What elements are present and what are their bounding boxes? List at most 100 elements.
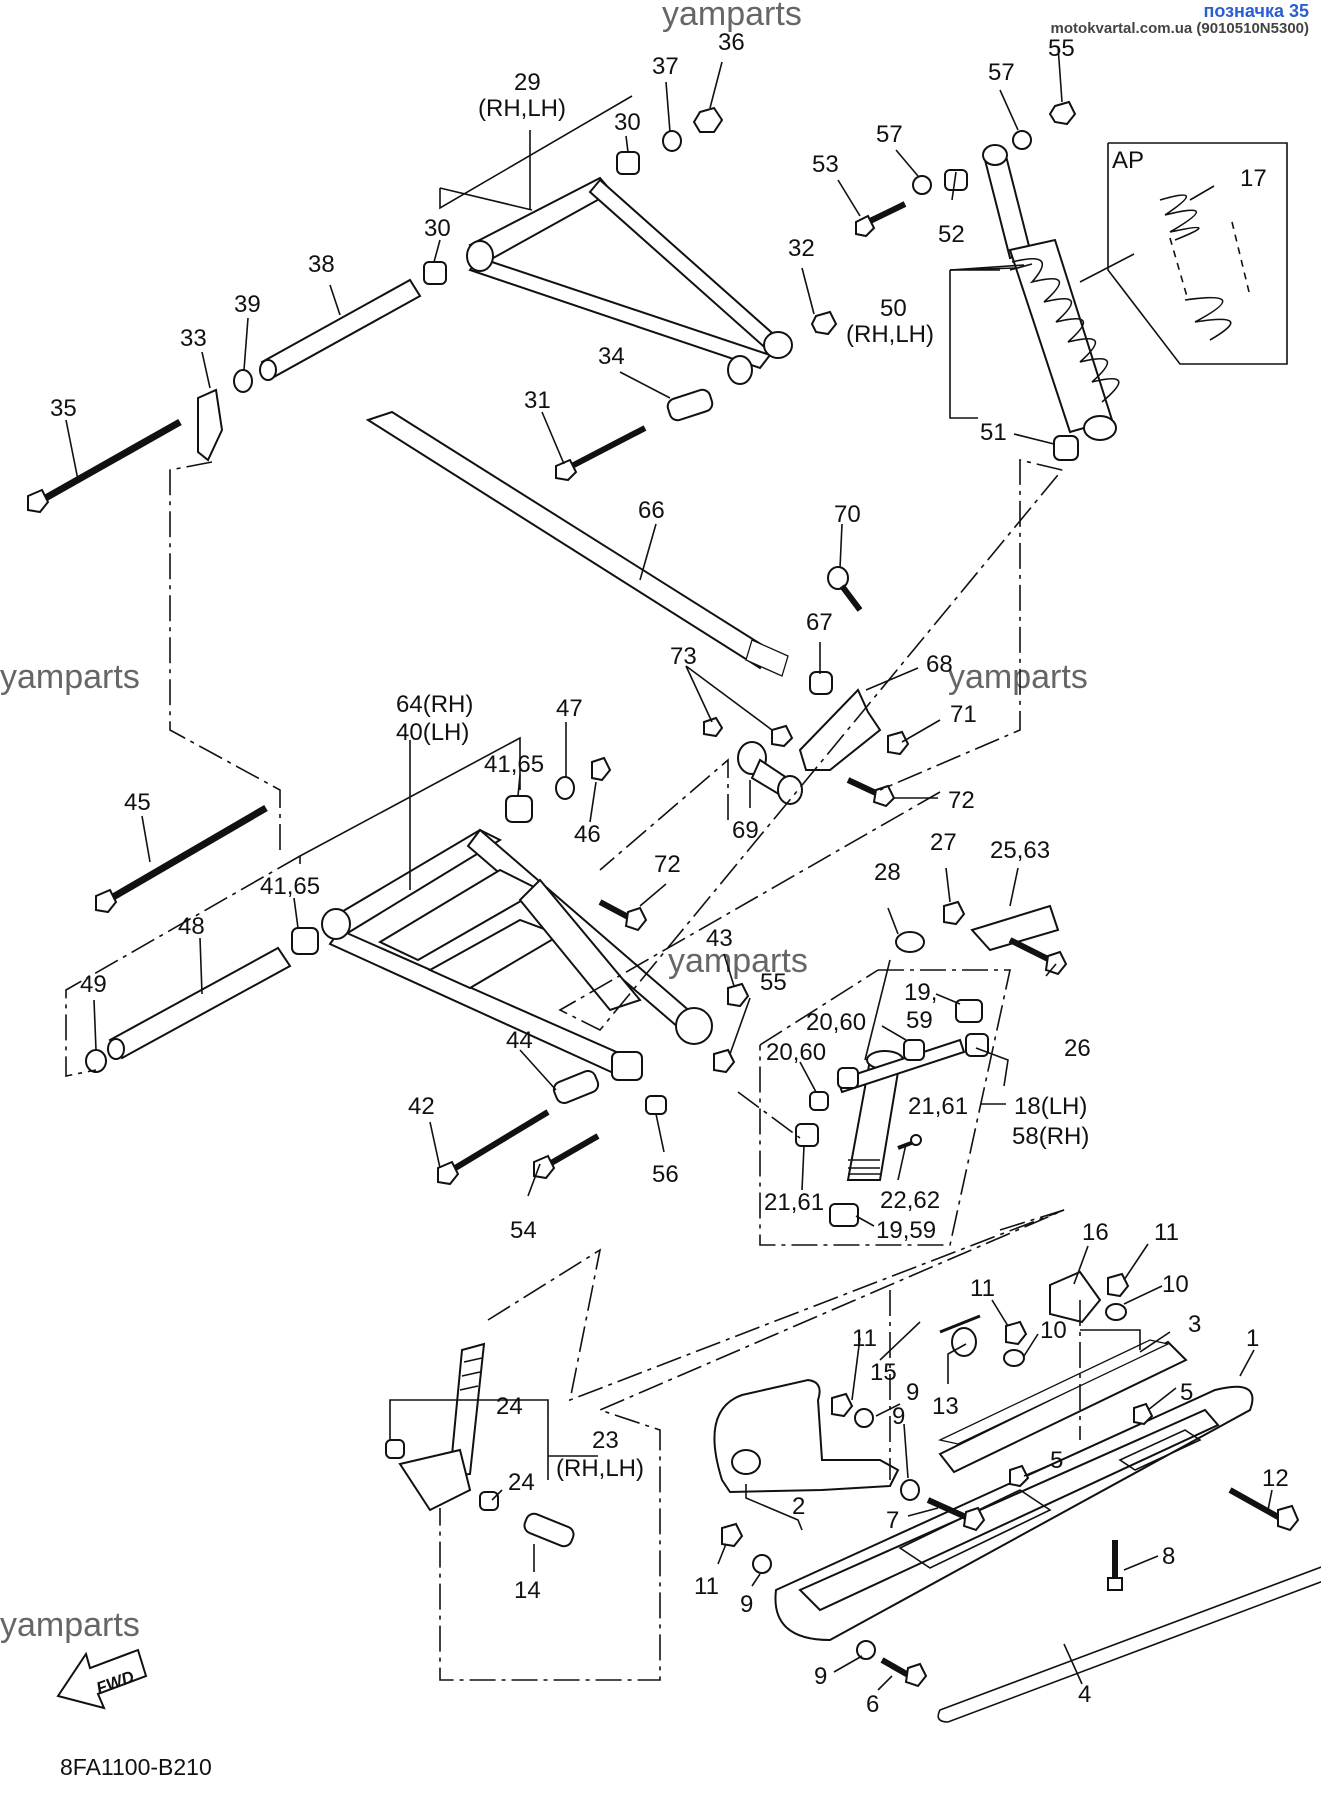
callout: 38 — [308, 251, 335, 278]
nut-55 — [713, 1048, 736, 1074]
callout: 26 — [1064, 1035, 1091, 1062]
callout: 42 — [408, 1093, 435, 1120]
nut-46 — [591, 756, 612, 782]
callout: 68 — [926, 651, 953, 678]
bolt-6 — [880, 1657, 928, 1688]
grease-nipple-22 — [897, 1134, 922, 1150]
bushing-20 — [903, 1039, 925, 1061]
leader-lines — [65, 45, 1273, 1691]
callout: 70 — [834, 501, 861, 528]
bolt-54 — [533, 1133, 600, 1180]
shock-absorber — [982, 144, 1120, 441]
bolt-42 — [437, 1109, 550, 1186]
washer-10 — [1003, 1349, 1025, 1367]
nut-11 — [1005, 1320, 1028, 1346]
bushing-19 — [955, 999, 983, 1023]
callout: 58(RH) — [1012, 1123, 1089, 1150]
bushing-30 — [423, 261, 447, 285]
callout: 20,60 — [806, 1009, 866, 1036]
callout-labels: 36 37 55 57 57 53 52 29 (RH,LH) 30 30 38… — [50, 29, 1289, 1718]
callout: 5 — [1180, 1379, 1193, 1406]
callout: 33 — [180, 325, 207, 352]
spindle — [836, 1038, 966, 1181]
callout: 51 — [980, 419, 1007, 446]
callout: 19,59 — [876, 1217, 936, 1244]
assembly-lines — [65, 458, 1081, 1681]
callout: 37 — [652, 53, 679, 80]
nut-55 — [1048, 100, 1077, 126]
callout: 55 — [760, 969, 787, 996]
callout: 18(LH) — [1014, 1093, 1087, 1120]
bolt-7 — [926, 1497, 986, 1532]
callout: 27 — [930, 829, 957, 856]
bolt-31 — [555, 425, 647, 482]
bushing-21 — [795, 1123, 819, 1147]
callout: 1 — [1246, 1325, 1259, 1352]
callout: 17 — [1240, 165, 1267, 192]
bracket-68 — [798, 688, 882, 771]
collar-56 — [645, 1095, 667, 1115]
callout: 43 — [706, 925, 733, 952]
callout: 10 — [1162, 1271, 1189, 1298]
collar-52 — [944, 169, 968, 191]
callout: 34 — [598, 343, 625, 370]
callout: 31 — [524, 387, 551, 414]
callout: 57 — [876, 121, 903, 148]
watermark: yamparts — [0, 658, 140, 696]
bushing-30 — [616, 151, 640, 175]
callout: 6 — [866, 1691, 879, 1718]
callout: 20,60 — [766, 1039, 826, 1066]
bushing-19 — [829, 1203, 859, 1227]
callout: 55 — [1048, 35, 1075, 62]
bushing-21 — [965, 1033, 989, 1057]
steering-arm — [970, 904, 1060, 952]
spring-detail-box — [1107, 142, 1288, 365]
bushing-41 — [505, 795, 533, 823]
callout: 67 — [806, 609, 833, 636]
callout: 24 — [496, 1393, 523, 1420]
bolt-72 — [598, 899, 648, 932]
collar-34 — [666, 388, 714, 422]
callout: 64(RH) — [396, 691, 473, 718]
callout: 57 — [988, 59, 1015, 86]
callout: 9 — [892, 1403, 905, 1430]
bushing-41 — [291, 927, 319, 955]
plate-3 — [938, 1339, 1188, 1474]
fwd-arrow-icon: FWD — [56, 1648, 148, 1710]
washer-47 — [555, 776, 575, 800]
callout: 69 — [732, 817, 759, 844]
cap-28 — [895, 931, 925, 953]
callout: 45 — [124, 789, 151, 816]
callout: 30 — [424, 215, 451, 242]
washer-37 — [662, 130, 682, 152]
shaft-45 — [95, 804, 268, 914]
callout: 9 — [906, 1379, 919, 1406]
bushing-20 — [837, 1067, 859, 1089]
callout: 11 — [1154, 1219, 1179, 1246]
nut-11 — [831, 1392, 854, 1418]
nut-11 — [1107, 1272, 1130, 1298]
bolt-12 — [1228, 1487, 1300, 1532]
washer-10 — [1105, 1303, 1127, 1321]
pin-15 — [939, 1314, 981, 1334]
collar-51 — [1053, 435, 1079, 461]
callout: 56 — [652, 1161, 679, 1188]
callout: 24 — [508, 1469, 535, 1496]
nut-73 — [703, 716, 724, 738]
callout: 28 — [874, 859, 901, 886]
runner-4 — [937, 1566, 1321, 1723]
callout: 47 — [556, 695, 583, 722]
callout: 72 — [948, 787, 975, 814]
callout: 19, — [904, 979, 937, 1006]
bracket-33 — [197, 388, 224, 462]
callout: 25,63 — [990, 837, 1050, 864]
nut-73 — [771, 724, 794, 748]
callout: 41,65 — [260, 873, 320, 900]
callout: 71 — [950, 701, 977, 728]
callout: 9 — [814, 1663, 827, 1690]
callout: 8 — [1162, 1543, 1175, 1570]
callout: 7 — [886, 1507, 899, 1534]
spindle-box-frame-edge — [759, 969, 879, 1046]
callout: 59 — [906, 1007, 933, 1034]
